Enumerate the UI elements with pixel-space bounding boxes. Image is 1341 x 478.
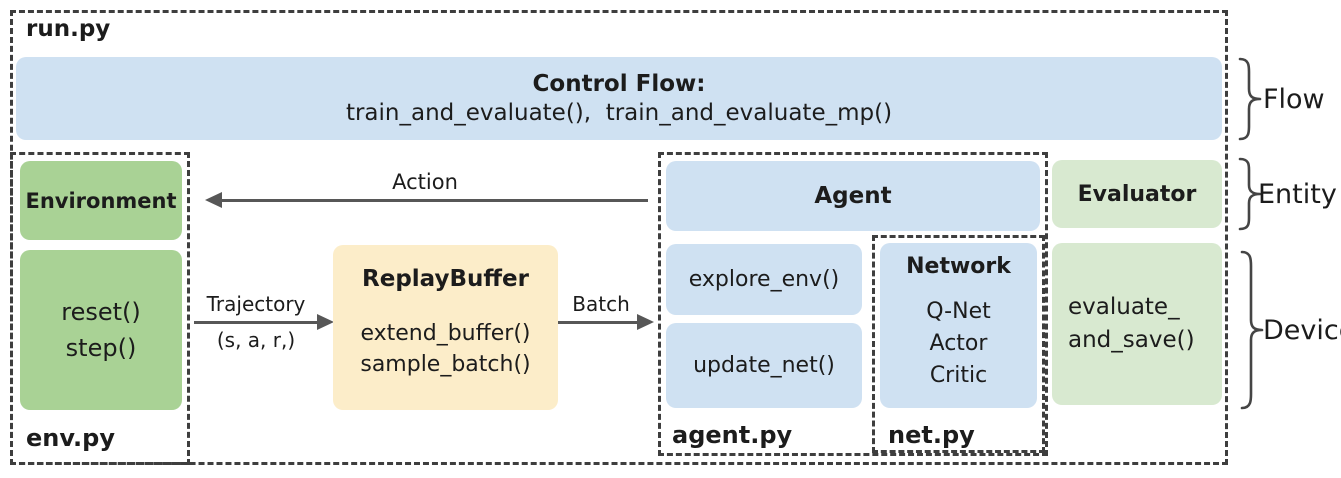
evaluator-title: Evaluator	[1077, 181, 1197, 207]
trajectory-tuple-label: (s, a, r,)	[216, 328, 296, 352]
replay-buffer-methods: extend_buffer() sample_batch()	[360, 321, 531, 377]
evaluator-box: Evaluator	[1052, 160, 1222, 228]
device-brace-icon	[1240, 250, 1264, 410]
network-items: Q-Net Actor Critic	[926, 299, 991, 388]
net-py-module-border	[872, 235, 1045, 453]
evaluate-and-save-box: evaluate_ and_save()	[1052, 243, 1222, 405]
trajectory-arrow-label: Trajectory	[206, 292, 306, 316]
update-net-method: update_net()	[693, 353, 835, 378]
action-arrowhead-icon	[205, 192, 222, 208]
control-flow-box: Control Flow: train_and_evaluate(), trai…	[16, 57, 1222, 140]
flow-brace-icon	[1238, 57, 1262, 141]
trajectory-arrow-line	[194, 321, 320, 324]
action-arrow-line	[220, 199, 648, 202]
batch-arrow-line	[558, 321, 640, 324]
control-flow-title: Control Flow:	[532, 71, 706, 97]
network-box: Network Q-Net Actor Critic	[880, 243, 1037, 408]
explore-env-method: explore_env()	[688, 267, 840, 292]
environment-box: Environment	[20, 161, 182, 240]
device-side-label: Device	[1263, 314, 1341, 346]
net-py-label: net.py	[888, 421, 975, 449]
explore-env-box: explore_env()	[666, 244, 862, 315]
replay-buffer-title: ReplayBuffer	[362, 266, 529, 292]
entity-side-label: Entity	[1258, 178, 1337, 210]
trajectory-arrowhead-icon	[317, 314, 334, 330]
evaluate-and-save-method: evaluate_ and_save()	[1068, 294, 1195, 353]
flow-side-label: Flow	[1263, 83, 1325, 115]
env-py-label: env.py	[26, 424, 115, 452]
action-arrow-label: Action	[392, 170, 458, 194]
control-flow-functions: train_and_evaluate(), train_and_evaluate…	[345, 100, 893, 126]
agent-py-label: agent.py	[672, 421, 793, 449]
replay-buffer-box: ReplayBuffer extend_buffer() sample_batc…	[333, 245, 558, 410]
batch-arrow-label: Batch	[572, 292, 630, 316]
agent-box: Agent	[666, 161, 1040, 231]
env-py-module-border	[10, 152, 190, 465]
environment-title: Environment	[25, 188, 177, 213]
agent-py-module-border	[658, 152, 1048, 456]
environment-methods-box: reset() step()	[20, 250, 182, 410]
entity-brace-icon	[1238, 157, 1262, 231]
environment-methods: reset() step()	[61, 298, 141, 362]
network-title: Network	[906, 254, 1011, 279]
update-net-box: update_net()	[666, 323, 862, 408]
agent-title: Agent	[814, 183, 892, 209]
batch-arrowhead-icon	[637, 314, 654, 330]
run-py-label: run.py	[26, 16, 111, 42]
